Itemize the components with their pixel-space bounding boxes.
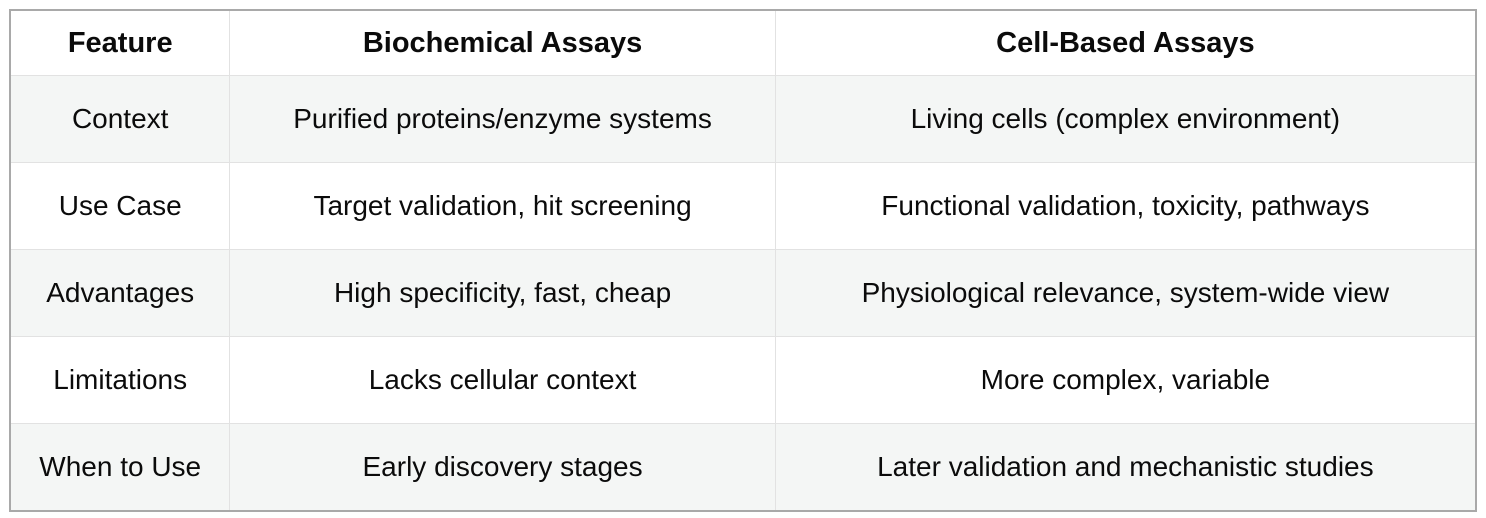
column-header-feature: Feature bbox=[9, 9, 231, 76]
table-row-advantages: Advantages High specificity, fast, cheap… bbox=[9, 249, 1477, 337]
cell-cell-based: Later validation and mechanistic studies bbox=[774, 423, 1477, 512]
table-row-limitations: Limitations Lacks cellular context More … bbox=[9, 336, 1477, 424]
assay-comparison-table: Feature Biochemical Assays Cell-Based As… bbox=[9, 9, 1477, 512]
cell-cell-based: Living cells (complex environment) bbox=[774, 75, 1477, 163]
cell-cell-based: More complex, variable bbox=[774, 336, 1477, 424]
header-row: Feature Biochemical Assays Cell-Based As… bbox=[9, 9, 1477, 76]
cell-biochemical: Early discovery stages bbox=[229, 423, 776, 512]
table-row-when-to-use: When to Use Early discovery stages Later… bbox=[9, 423, 1477, 512]
cell-biochemical: Lacks cellular context bbox=[229, 336, 776, 424]
table-body: Context Purified proteins/enzyme systems… bbox=[9, 75, 1477, 512]
table-row-use-case: Use Case Target validation, hit screenin… bbox=[9, 162, 1477, 250]
row-label: Advantages bbox=[9, 249, 231, 337]
column-header-cell-based-assays: Cell-Based Assays bbox=[774, 9, 1477, 76]
cell-biochemical: High specificity, fast, cheap bbox=[229, 249, 776, 337]
cell-biochemical: Purified proteins/enzyme systems bbox=[229, 75, 776, 163]
column-header-biochemical-assays: Biochemical Assays bbox=[229, 9, 776, 76]
cell-biochemical: Target validation, hit screening bbox=[229, 162, 776, 250]
row-label: Context bbox=[9, 75, 231, 163]
cell-cell-based: Functional validation, toxicity, pathway… bbox=[774, 162, 1477, 250]
row-label: Limitations bbox=[9, 336, 231, 424]
table-header: Feature Biochemical Assays Cell-Based As… bbox=[9, 9, 1477, 76]
row-label: When to Use bbox=[9, 423, 231, 512]
table-row-context: Context Purified proteins/enzyme systems… bbox=[9, 75, 1477, 163]
cell-cell-based: Physiological relevance, system-wide vie… bbox=[774, 249, 1477, 337]
row-label: Use Case bbox=[9, 162, 231, 250]
